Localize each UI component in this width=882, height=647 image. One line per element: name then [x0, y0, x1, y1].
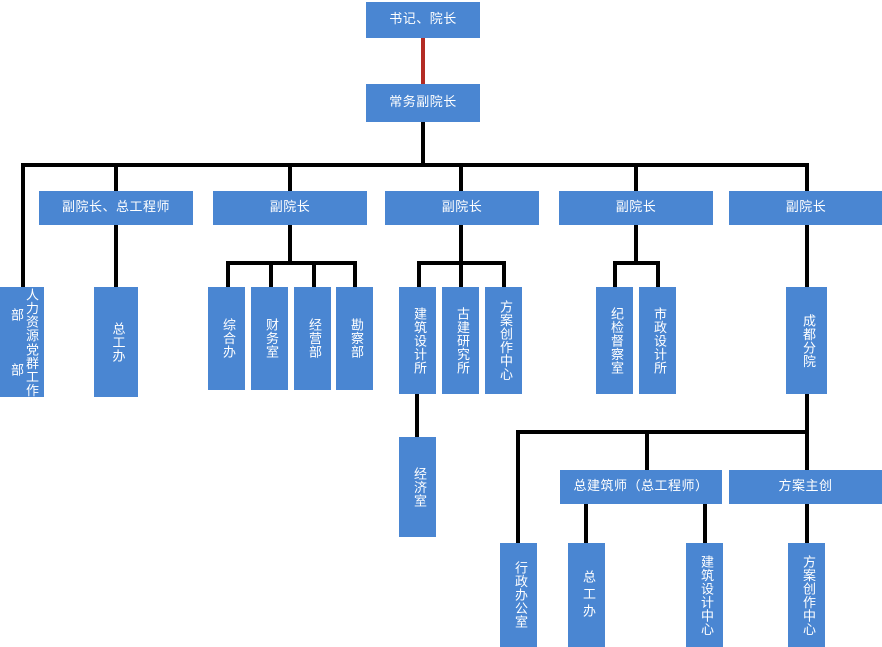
- connector-bus-drop-4: [459, 163, 463, 191]
- node-architectural-design-institute-label: 建筑设计所: [410, 306, 426, 375]
- connector-g1-stem: [114, 225, 118, 287]
- connector-g2-drop-1: [226, 261, 230, 287]
- connector-g4-drop-2: [656, 261, 660, 287]
- node-finance-office[interactable]: 财务室: [251, 287, 288, 390]
- node-general-affairs-office[interactable]: 综合办: [208, 287, 245, 390]
- node-finance-office-label: 财务室: [262, 318, 278, 359]
- connector-bus-drop-6: [805, 163, 809, 191]
- node-economics-office[interactable]: 经济室: [399, 437, 436, 537]
- node-architectural-design-institute[interactable]: 建筑设计所: [399, 287, 436, 394]
- node-architectural-design-center[interactable]: 建筑设计中心: [686, 543, 723, 647]
- connector-chengdu-drop-mid: [645, 430, 649, 470]
- node-general-affairs-office-label: 综合办: [219, 318, 235, 359]
- connector-exec-stem: [421, 122, 425, 165]
- node-root-label: 书记、院长: [389, 12, 457, 28]
- node-survey-department[interactable]: 勘察部: [336, 287, 373, 390]
- node-municipal-design-institute[interactable]: 市政设计所: [639, 287, 676, 394]
- node-scheme-creation-center[interactable]: 方案创作中心: [485, 287, 522, 394]
- node-deputy-5-label: 副院长: [785, 200, 827, 216]
- node-deputy-2-label: 副院长: [269, 200, 311, 216]
- node-hr-and-party-affairs[interactable]: 人力资源部 党群工作部: [0, 287, 44, 397]
- node-chengdu-branch[interactable]: 成都分院: [786, 287, 827, 394]
- node-discipline-inspection-office[interactable]: 纪检督察室: [596, 287, 633, 394]
- node-survey-department-label: 勘察部: [347, 318, 363, 359]
- connector-g4-stem: [634, 225, 638, 264]
- connector-g2-drop-2: [269, 261, 273, 287]
- node-deputy-4-label: 副院长: [615, 200, 657, 216]
- node-deputy-2[interactable]: 副院长: [213, 191, 367, 225]
- connector-bus-drop-5: [634, 163, 638, 191]
- connector-g4-bus: [613, 261, 660, 265]
- connector-chengdu-drop-right: [805, 430, 809, 470]
- node-operations-department-label: 经营部: [305, 318, 321, 359]
- connector-g2-bus: [226, 261, 357, 265]
- connector-chief-arch-drop-2: [703, 504, 707, 543]
- connector-scheme-lead-drop: [805, 504, 809, 543]
- node-architectural-design-center-label: 建筑设计中心: [697, 554, 713, 636]
- node-economics-office-label: 经济室: [410, 466, 426, 508]
- connector-chengdu-stem: [805, 394, 809, 434]
- node-hr-label: 人力资源部: [8, 287, 38, 342]
- node-chengdu-scheme-creation-center[interactable]: 方案创作中心: [788, 543, 825, 647]
- node-scheme-creation-center-label: 方案创作中心: [496, 300, 512, 381]
- connector-arch-to-econ: [415, 394, 419, 437]
- node-party-affairs-label: 党群工作部: [8, 342, 38, 397]
- connector-g3-stem: [459, 225, 463, 264]
- connector-chengdu-bus: [516, 430, 809, 434]
- connector-g5-stem: [805, 225, 809, 287]
- node-municipal-design-institute-label: 市政设计所: [650, 306, 666, 375]
- node-deputy-5[interactable]: 副院长: [729, 191, 882, 225]
- node-administrative-office-label: 行政办公室: [511, 561, 527, 629]
- node-chengdu-scheme-creation-center-label: 方案创作中心: [799, 554, 815, 636]
- node-deputy-3-label: 副院长: [441, 200, 483, 216]
- node-scheme-lead-label: 方案主创: [778, 479, 833, 495]
- node-chengdu-chief-engineer-office[interactable]: 总工办: [568, 543, 605, 647]
- connector-g4-drop-1: [613, 261, 617, 287]
- node-deputy-4[interactable]: 副院长: [559, 191, 713, 225]
- node-operations-department[interactable]: 经营部: [294, 287, 331, 390]
- node-chief-architect[interactable]: 总建筑师（总工程师）: [560, 470, 722, 504]
- node-chengdu-chief-engineer-office-label: 总工办: [579, 569, 595, 621]
- connector-bus-drop-2: [114, 163, 118, 191]
- node-deputy-chief-engineer-label: 副院长、总工程师: [61, 200, 170, 216]
- node-ancient-architecture-institute[interactable]: 古建研究所: [442, 287, 479, 394]
- node-administrative-office[interactable]: 行政办公室: [500, 543, 537, 647]
- node-root[interactable]: 书记、院长: [366, 2, 480, 38]
- node-scheme-lead[interactable]: 方案主创: [729, 470, 882, 504]
- connector-g3-drop-2: [459, 261, 463, 287]
- connector-root-to-exec: [421, 38, 425, 84]
- connector-bus-drop-1: [21, 163, 25, 287]
- node-deputy-3[interactable]: 副院长: [385, 191, 539, 225]
- node-chief-architect-label: 总建筑师（总工程师）: [573, 479, 709, 495]
- node-chief-engineer-office-label: 总工办: [109, 321, 125, 363]
- node-chengdu-branch-label: 成都分院: [799, 313, 815, 368]
- node-ancient-architecture-institute-label: 古建研究所: [453, 306, 469, 375]
- connector-chengdu-drop-left: [516, 430, 520, 543]
- connector-g2-stem: [288, 225, 292, 264]
- connector-g3-drop-1: [417, 261, 421, 287]
- node-executive-deputy[interactable]: 常务副院长: [366, 84, 480, 122]
- connector-g2-drop-4: [353, 261, 357, 287]
- connector-bus-drop-3: [288, 163, 292, 191]
- node-chief-engineer-office[interactable]: 总工办: [94, 287, 138, 397]
- connector-g2-drop-3: [312, 261, 316, 287]
- node-deputy-chief-engineer[interactable]: 副院长、总工程师: [39, 191, 193, 225]
- connector-g3-drop-3: [502, 261, 506, 287]
- node-executive-deputy-label: 常务副院长: [389, 95, 457, 111]
- node-discipline-inspection-office-label: 纪检督察室: [607, 306, 623, 375]
- connector-chief-arch-drop-1: [584, 504, 588, 543]
- connector-main-bus: [21, 163, 809, 167]
